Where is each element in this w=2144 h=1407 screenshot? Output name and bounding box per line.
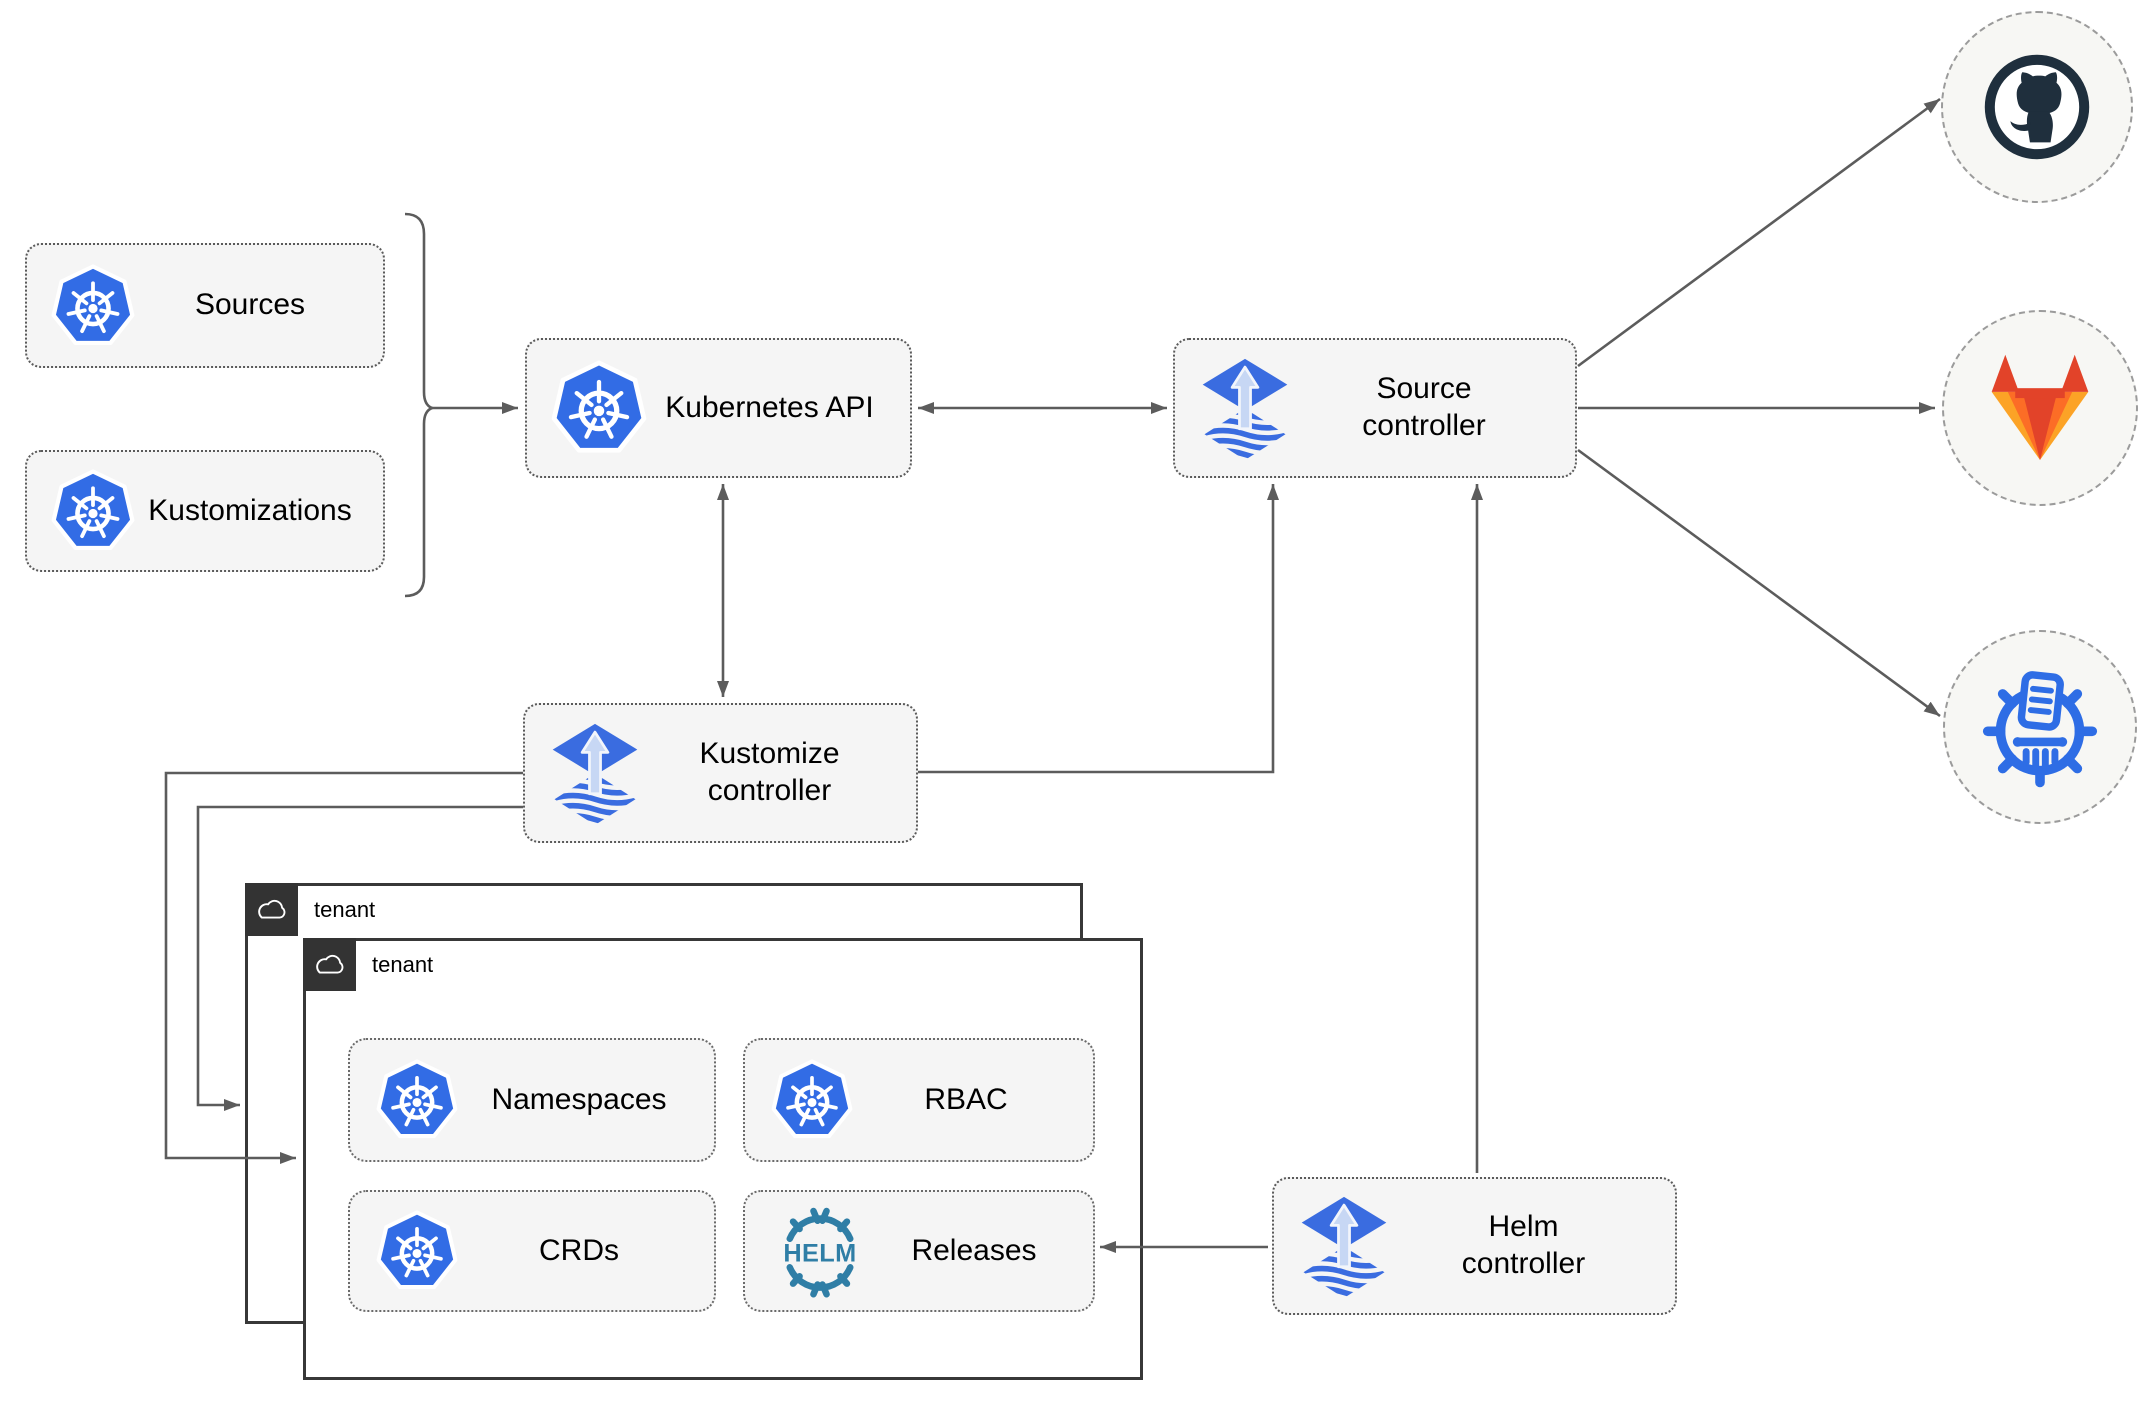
tenant-corner-badge (245, 883, 298, 936)
endpoint-gitlab (1942, 310, 2138, 506)
node-label: Source controller (1362, 372, 1486, 442)
cloud-icon (311, 952, 349, 978)
tenant-label: tenant (372, 952, 434, 977)
node-source-controller: Source controller (1173, 338, 1577, 478)
tenant-corner-badge (303, 938, 356, 991)
github-icon (1978, 48, 2096, 166)
node-helm-controller: Helm controller (1272, 1177, 1677, 1315)
node-rbac: RBAC (743, 1038, 1095, 1162)
node-sources: Sources (25, 243, 385, 368)
kubernetes-icon (771, 1059, 853, 1141)
node-label: Kustomize controller (699, 737, 840, 807)
kubernetes-icon (376, 1059, 458, 1141)
node-label: Kustomizations (148, 493, 352, 527)
node-crds: CRDs (348, 1190, 716, 1312)
arrow-source-controller-to-github (1577, 97, 1941, 368)
flux-icon (549, 722, 641, 825)
arrow-source-controller-to-container-registry (1577, 448, 1941, 718)
kubernetes-icon (551, 360, 647, 456)
endpoint-container-registry (1943, 630, 2137, 824)
node-label: Sources (194, 288, 306, 322)
container-registry-icon (1976, 663, 2104, 791)
node-label: Namespaces (491, 1083, 667, 1116)
node-label: Kubernetes API (665, 390, 874, 424)
node-label: RBAC (924, 1083, 1008, 1116)
kubernetes-icon (376, 1210, 458, 1292)
node-namespaces: Namespaces (348, 1038, 716, 1162)
flux-icon (1298, 1195, 1390, 1298)
endpoint-github (1941, 11, 2133, 203)
kubernetes-icon (51, 264, 135, 348)
node-releases: Releases (743, 1190, 1095, 1312)
tenant-label: tenant (314, 897, 376, 922)
node-kustomize-controller: Kustomize controller (523, 703, 918, 843)
node-kubernetes-api: Kubernetes API (525, 338, 912, 478)
gitlab-icon (1978, 351, 2102, 465)
cloud-icon (253, 897, 291, 923)
node-label: Releases (911, 1234, 1037, 1267)
node-label: CRDs (539, 1234, 619, 1267)
flux-icon (1199, 357, 1291, 460)
node-label: Helm controller (1461, 1210, 1586, 1280)
helm-logo-icon (771, 1202, 869, 1300)
tenant-box-front: tenant Namespaces RBAC CRDs Releases (303, 938, 1143, 1380)
grouping-brace (404, 212, 436, 598)
arrow-kustomize-controller-to-source-controller (918, 484, 1279, 774)
kubernetes-icon (51, 469, 135, 553)
node-kustomizations: Kustomizations (25, 450, 385, 572)
